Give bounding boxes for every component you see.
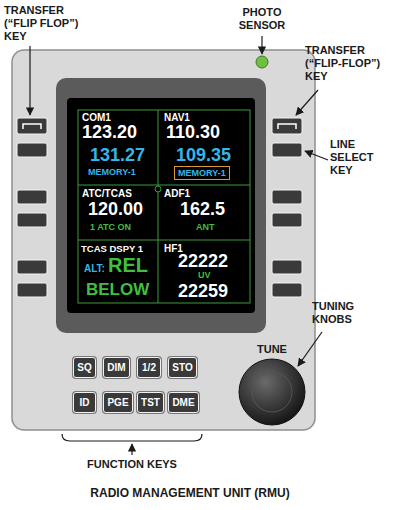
function-key: STO (168, 357, 197, 378)
display-text: ANT (196, 223, 215, 232)
key-label: PGE (107, 398, 128, 408)
display-text: 162.5 (180, 200, 225, 218)
line-select-key (272, 118, 302, 134)
radio-window: HF122222UV22259 (158, 240, 250, 303)
key-label: DIM (107, 363, 125, 373)
display-text: BELOW (86, 281, 149, 298)
function-key: SQ (73, 357, 96, 378)
display-text: TCAS DSPY 1 (81, 244, 143, 254)
line-select-key (17, 213, 47, 227)
function-key: DIM (103, 357, 130, 378)
display-text: NAV1 (164, 113, 190, 123)
display-text: ADF1 (164, 189, 190, 199)
key-label: TST (141, 398, 160, 408)
function-key: PGE (103, 392, 133, 413)
line-select-key (272, 213, 302, 227)
display-text: UV (198, 271, 211, 280)
radio-window: ADF1162.5ANT (158, 185, 250, 240)
line-select-key (17, 283, 47, 297)
key-label: DME (172, 398, 194, 408)
tuning-knob (239, 359, 305, 425)
callout-label: LINE SELECT KEY (330, 138, 396, 178)
display-text: COM1 (82, 113, 111, 123)
line-select-key (17, 260, 47, 274)
display-text: 110.30 (166, 123, 220, 141)
callout-label: PHOTO SENSOR (228, 6, 296, 32)
function-key: TST (137, 392, 164, 413)
caption: RADIO MANAGEMENT UNIT (RMU) (20, 486, 360, 500)
display-text: MEMORY-1 (88, 168, 136, 177)
display-text: REL (108, 255, 148, 275)
line-select-key (272, 260, 302, 274)
display-text: ALT: (84, 264, 105, 274)
radio-window: ATC/TCAS120.00 1 ATC ON (78, 185, 158, 240)
line-select-key (17, 190, 47, 204)
line-select-key (272, 143, 302, 157)
knob-label: TUNE (247, 343, 297, 356)
display-text: MEMORY-1 (178, 169, 226, 178)
bezel (12, 50, 315, 430)
key-label: ID (80, 398, 90, 408)
radio-window: MEMORY-1 NAV1110.30 109.35 (158, 110, 250, 185)
display-grid (78, 110, 250, 303)
callout-label: TRANSFER (“FLIP FLOP”) KEY (4, 4, 96, 44)
key-label: 1/2 (142, 363, 156, 373)
function-key: 1/2 (137, 357, 161, 378)
display-text: 120.00 (88, 200, 143, 218)
screen-frame (56, 78, 266, 333)
line-select-key (272, 190, 302, 204)
callout-label: TUNING KNOBS (312, 300, 374, 326)
display-text: 131.27 (90, 146, 145, 164)
atc-indicator (155, 186, 161, 192)
flip-flop-icon (278, 124, 296, 129)
key-label: STO (172, 363, 192, 373)
radio-window: TCAS DSPY 1 ALT:REL BELOW (78, 240, 158, 303)
display-text: ATC/TCAS (82, 189, 132, 199)
display-text: 1 ATC ON (90, 223, 131, 232)
line-select-key (17, 118, 47, 134)
function-key: ID (73, 392, 96, 413)
display-text: 123.20 (82, 123, 137, 141)
function-key: DME (168, 392, 199, 413)
line-select-keys (17, 118, 302, 297)
key-label: SQ (77, 363, 91, 373)
line-select-key (17, 143, 47, 157)
flip-flop-icon (23, 124, 41, 129)
callout-label: TRANSFER (“FLIP-FLOP”) KEY (305, 44, 397, 84)
display-text: 109.35 (176, 146, 231, 164)
callout-label: FUNCTION KEYS (62, 458, 202, 471)
memory-box: MEMORY-1 (174, 166, 230, 180)
leader-lines (30, 36, 328, 455)
display (67, 98, 255, 313)
line-select-key (272, 283, 302, 297)
tuning-knob-inner (252, 372, 292, 412)
radio-window: COM1123.20 131.27MEMORY-1 (78, 110, 158, 185)
display-text: 22222 (178, 252, 228, 270)
photo-sensor (256, 56, 268, 68)
display-text: 22259 (178, 282, 228, 300)
